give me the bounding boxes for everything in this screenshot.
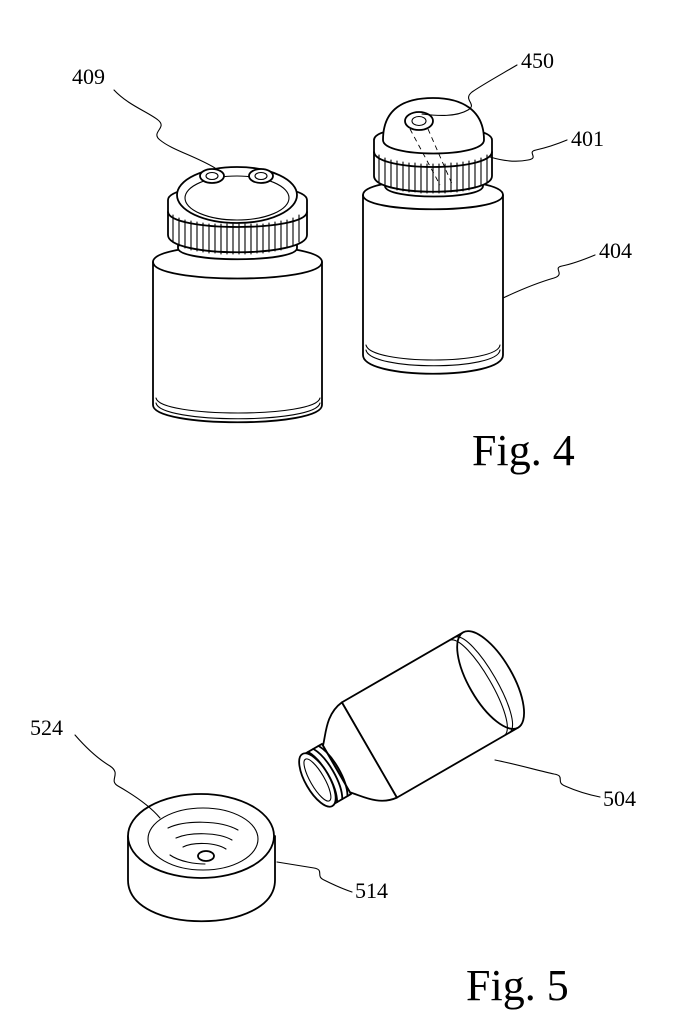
fig5-cap bbox=[128, 794, 275, 921]
label-524: 524 bbox=[30, 715, 63, 740]
label-504: 504 bbox=[603, 786, 636, 811]
fig4-caption: Fig. 4 bbox=[472, 426, 575, 475]
fig4-right-bottle bbox=[363, 98, 503, 374]
fig4-drawing: 409 450 401 404 Fig. 4 bbox=[72, 48, 632, 475]
label-409: 409 bbox=[72, 64, 105, 89]
label-404: 404 bbox=[599, 238, 632, 263]
label-514: 514 bbox=[355, 878, 388, 903]
label-401: 401 bbox=[571, 126, 604, 151]
label-450: 450 bbox=[521, 48, 554, 73]
fig5-drawing: 524 514 504 Fig. 5 bbox=[30, 621, 636, 1010]
fig5-bottle bbox=[280, 621, 538, 833]
fig4-left-bottle bbox=[153, 167, 322, 422]
fig5-caption: Fig. 5 bbox=[466, 961, 569, 1010]
